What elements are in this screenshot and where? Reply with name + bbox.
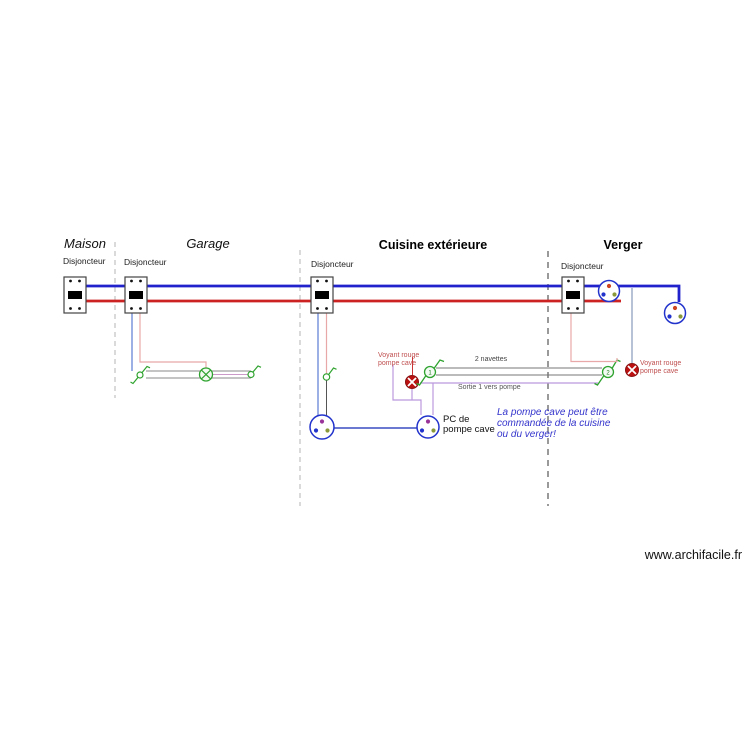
voyant-verger-label: Voyant rouge pompe cave [640, 360, 681, 376]
sortie-pompe-label: Sortie 1 vers pompe [458, 384, 521, 391]
pump-note-line1: La pompe cave peut être [497, 407, 608, 418]
verger-socket-1-icon [597, 279, 621, 303]
voyant-loop-wire-violet [392, 365, 422, 415]
zone-title-maison: Maison [64, 236, 106, 251]
voyant-verger-label-line1: Voyant rouge [640, 360, 682, 367]
verger-wire-pink [570, 313, 618, 363]
pump-switch-1-icon: 1 [416, 359, 445, 386]
sortie-pompe-wire-violet [420, 382, 598, 415]
pump-socket-icon [416, 415, 440, 439]
breakers [63, 276, 585, 314]
zone-separators [114, 242, 549, 506]
cuisine-switch-icon [322, 367, 337, 381]
switch-2-number: 2 [606, 370, 610, 376]
voyant-cuisine-label-line2: pompe cave [378, 360, 417, 367]
pump-note: La pompe cave peut être commandée de la … [497, 407, 610, 440]
pump-socket-label-line2: pompe cave [443, 424, 495, 435]
voyant-rouge-cuisine-icon [405, 375, 419, 389]
voyant-rouge-verger-icon [625, 363, 639, 377]
breaker-cuisine-icon [310, 276, 334, 314]
cuisine-socket-icon [309, 414, 335, 440]
navette-wires [436, 367, 602, 376]
breaker-verger-icon [561, 276, 585, 314]
breaker-garage-icon [124, 276, 148, 314]
cuisine-circuit [309, 313, 440, 440]
breaker-label-verger: Disjoncteur [561, 261, 604, 271]
zone-title-cuisine: Cuisine extérieure [378, 238, 488, 252]
zone-title-garage: Garage [186, 236, 230, 251]
navettes-label: 2 navettes [474, 356, 508, 363]
garage-navette-wires [146, 370, 251, 379]
switch-1-number: 1 [428, 370, 432, 376]
voyant-verger-label-line2: pompe cave [640, 368, 679, 375]
pump-socket-label: PC de pompe cave [443, 415, 495, 435]
pump-note-line3: ou du verger! [497, 429, 556, 440]
garage-wire-pink [139, 313, 207, 368]
verger-socket-2-icon [663, 301, 687, 325]
voyant-cuisine-label-line1: Voyant rouge [378, 352, 420, 359]
breaker-label-maison: Disjoncteur [63, 256, 106, 266]
pump-socket-label-line1: PC de [443, 414, 470, 425]
zone-title-verger: Verger [603, 238, 643, 252]
pump-note-line2: commandée de la cuisine [497, 418, 611, 429]
watermark-text: www.archifacile.fr [644, 548, 742, 562]
breaker-label-garage: Disjoncteur [124, 257, 167, 267]
breaker-maison-icon [63, 276, 87, 314]
pump-control-circuit: 1 2 [392, 288, 639, 415]
breaker-label-cuisine: Disjoncteur [311, 259, 354, 269]
garage-lamp-icon [198, 367, 214, 382]
main-buses [70, 284, 681, 303]
garage-switch-right-icon [247, 365, 262, 379]
verger-sockets [597, 279, 687, 325]
voyant-cuisine-label: Voyant rouge pompe cave [378, 352, 419, 368]
garage-circuit [130, 313, 262, 385]
pump-switch-2-icon: 2 [594, 359, 621, 386]
phase-bus-blue [70, 284, 681, 302]
garage-switch-left-icon [130, 365, 151, 385]
